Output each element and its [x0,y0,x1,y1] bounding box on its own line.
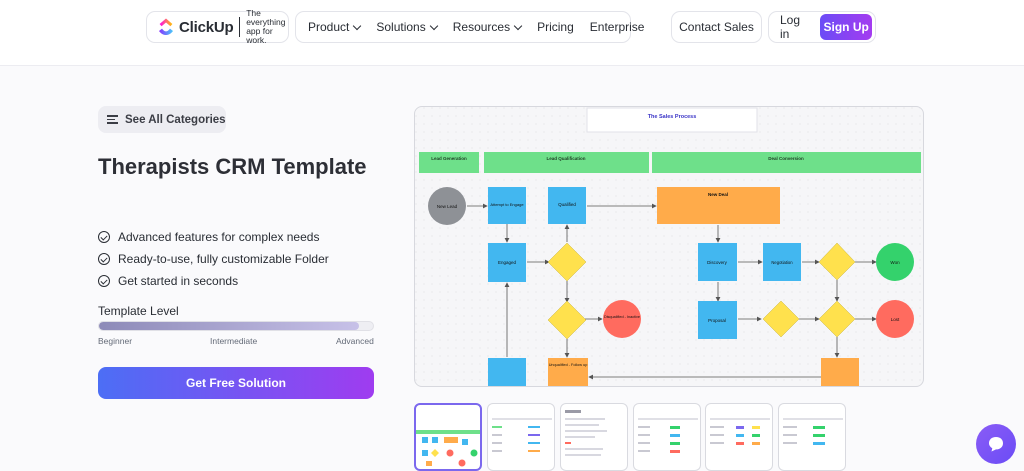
feature-text: Get started in seconds [118,274,239,288]
clickup-logo-icon [156,17,176,37]
nav-resources-label: Resources [452,20,511,34]
node-disqualified [603,300,641,338]
sales-process-diagram: The Sales Process Lead Generation Lead Q… [415,107,923,386]
get-free-solution-button[interactable]: Get Free Solution [98,367,374,399]
check-circle-icon [98,231,110,243]
nav-solutions[interactable]: Solutions [376,20,438,34]
main-nav: Product Solutions Resources Pricing Ente… [295,11,644,43]
thumbnail-6[interactable] [778,403,846,471]
see-all-label: See All Categories [125,113,226,126]
site-header: ClickUp The everything app for work. Pro… [0,0,1024,66]
nav-pricing[interactable]: Pricing [537,20,574,34]
chevron-down-icon [513,21,523,30]
node-nurture [488,358,526,386]
node-label: Lost [891,317,900,322]
nav-product[interactable]: Product [308,20,362,34]
contact-sales-button[interactable]: Contact Sales [671,11,762,43]
nav-enterprise[interactable]: Enterprise [589,20,645,34]
node-won [876,243,914,281]
check-circle-icon [98,253,110,265]
feature-item: Ready-to-use, fully customizable Folder [98,248,329,270]
chevron-down-icon [429,21,438,30]
node-label: Proposal [708,318,726,323]
node-label: New Deal [708,192,728,197]
lane-label: Lead Qualification [546,156,585,161]
chat-bubble-icon [989,437,1003,452]
thumbnail-doc-image [565,410,607,456]
logo-divider [239,17,241,37]
decision-won [818,242,856,281]
thumbnail-2[interactable] [487,403,555,471]
node-label: Negotiation [771,260,793,265]
nav-resources[interactable]: Resources [452,20,523,34]
thumbnail-whiteboard-image [416,430,480,467]
node-label: Qualified [558,202,576,207]
nav-solutions-label: Solutions [376,20,426,34]
node-label: Disqualified - Inactive [604,315,640,319]
thumbnail-5[interactable] [705,403,773,471]
level-label-beginner: Beginner [98,336,133,346]
page-title: Therapists CRM Template [98,154,367,179]
chevron-down-icon [353,21,362,30]
template-level-bar [98,321,374,331]
lane-lead-generation [419,152,479,173]
node-label: Won [890,260,900,265]
thumbnail-table-image [492,418,552,452]
nav-product-label: Product [308,20,350,34]
node-engaged [488,243,526,282]
diagram-title: The Sales Process [648,114,697,120]
feature-text: Ready-to-use, fully customizable Folder [118,252,329,266]
node-label: Attempt to Engage [490,202,524,207]
thumbnail-table-image [783,418,843,445]
node-unqualified-follow-up [548,358,588,386]
lane-label: Lead Generation [431,156,467,161]
template-preview[interactable]: The Sales Process Lead Generation Lead Q… [414,106,924,387]
chat-button[interactable] [976,424,1016,464]
logo-link[interactable]: ClickUp The everything app for work. [146,8,289,45]
decision-proposal-accepted [762,300,800,338]
level-label-advanced: Advanced [336,336,374,346]
feature-item: Get started in seconds [98,270,329,292]
brand-name: ClickUp [179,18,234,36]
signup-button[interactable]: Sign Up [820,14,872,40]
template-level-title: Template Level [98,304,179,318]
check-circle-icon [98,275,110,287]
thumbnail-3[interactable] [560,403,628,471]
auth-group: Log in Sign Up [768,11,876,43]
node-proposal [698,301,737,339]
node-new-deal [657,187,780,224]
node-attempt-to-engage [488,187,526,224]
node-recycle [821,358,859,386]
node-label: Engaged [498,260,517,265]
decision-lost [818,300,856,338]
thumbnail-table-image [710,418,770,445]
login-link[interactable]: Log in [780,13,801,41]
feature-item: Advanced features for complex needs [98,226,329,248]
node-new-lead [428,187,466,225]
decision-interested [547,300,587,340]
node-label: New Lead [437,204,458,209]
menu-lines-icon [107,115,118,124]
feature-text: Advanced features for complex needs [118,230,320,244]
level-label-intermediate: Intermediate [210,336,258,346]
lane-deal-conversion [652,152,921,173]
lane-lead-qualification [484,152,649,173]
brand-tagline: The everything app for work. [246,8,286,45]
thumbnail-1[interactable] [414,403,482,471]
see-all-categories-button[interactable]: See All Categories [98,106,226,133]
decision-qualified [547,242,587,282]
node-negotiation [763,243,801,281]
node-discovery [698,243,737,281]
thumbnail-4[interactable] [633,403,701,471]
node-label: Unqualified - Follow up [549,363,588,367]
node-lost [876,300,914,338]
node-label: Discovery [707,260,728,265]
node-qualified [548,187,586,224]
thumbnail-table-image [638,418,698,453]
template-level-fill [99,322,360,330]
lane-label: Deal Conversion [768,156,804,161]
feature-list: Advanced features for complex needs Read… [98,226,329,292]
